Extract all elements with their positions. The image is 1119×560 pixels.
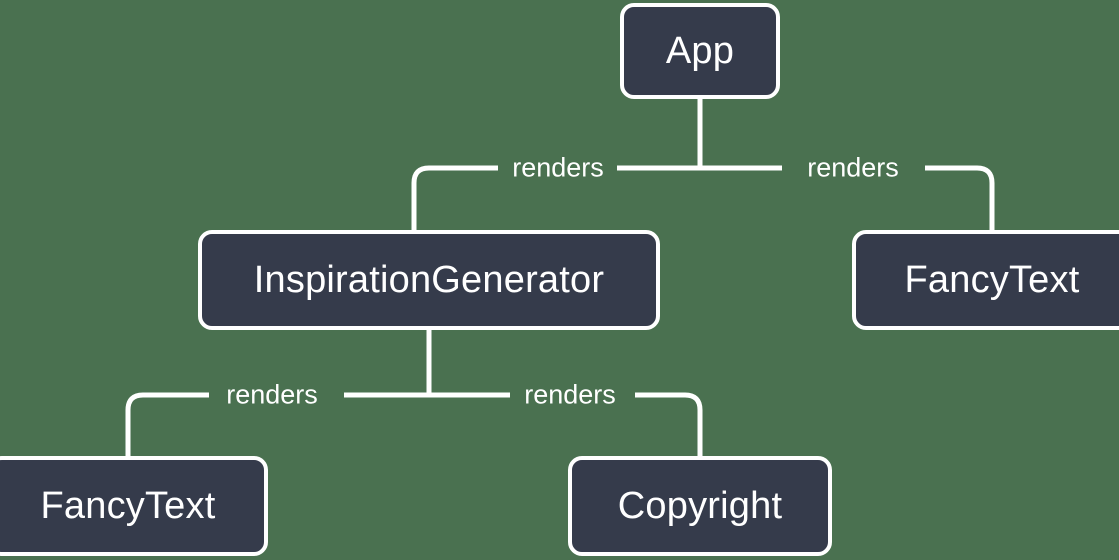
node-inspiration-generator-label: InspirationGenerator [253, 259, 605, 301]
connector-inspiration-to-copyright-right [635, 392, 703, 456]
node-fancytext-bottom-left-label: FancyText [40, 485, 216, 527]
edge-label-app-to-inspiration-generator: renders [512, 152, 604, 183]
node-fancytext-bottom-left[interactable]: FancyText [0, 456, 268, 556]
node-app[interactable]: App [620, 3, 780, 99]
connector-app-to-inspiration-right [411, 165, 498, 230]
node-fancytext-right-label: FancyText [904, 259, 1080, 301]
edge-label-app-to-fancytext-right: renders [807, 152, 899, 183]
connector-inspiration-to-fancytext-right [125, 392, 209, 456]
node-copyright[interactable]: Copyright [568, 456, 832, 556]
edge-label-inspiration-to-copyright: renders [524, 379, 616, 410]
node-inspiration-generator[interactable]: InspirationGenerator [198, 230, 660, 330]
edge-label-inspiration-to-fancytext: renders [226, 379, 318, 410]
connector-app-to-fancytext-right [925, 165, 995, 230]
node-copyright-label: Copyright [617, 485, 783, 527]
node-fancytext-right[interactable]: FancyText [852, 230, 1119, 330]
node-app-label: App [665, 30, 735, 72]
